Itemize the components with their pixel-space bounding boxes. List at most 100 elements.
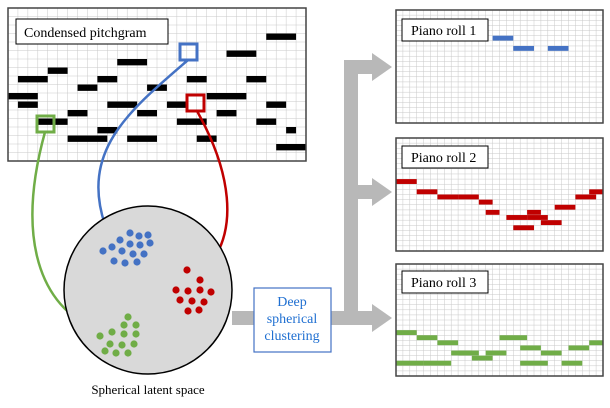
- piano-roll-note: [396, 330, 417, 336]
- piano-roll-note: [396, 360, 424, 366]
- blue-cluster-dot: [126, 240, 134, 248]
- piano-roll-note: [527, 209, 541, 215]
- piano-roll-note: [589, 189, 603, 195]
- latent-sphere: [63, 205, 233, 375]
- pitchgram-title: Condensed pitchgram: [24, 26, 147, 41]
- blue-selection-box: [178, 42, 199, 62]
- piano-roll-note: [499, 335, 528, 341]
- pitchgram-note: [246, 76, 267, 83]
- pitchgram-note: [117, 59, 148, 66]
- green-cluster-dot: [101, 347, 109, 355]
- pitchgram-note: [186, 76, 207, 83]
- pitchgram-note: [166, 101, 187, 108]
- blue-cluster-dot: [135, 232, 143, 240]
- piano-roll-2-title: Piano roll 2: [411, 151, 476, 166]
- green-cluster-dot: [96, 332, 104, 340]
- piano-roll-note: [540, 350, 562, 356]
- piano-roll-note: [520, 360, 548, 366]
- blue-cluster-dot: [146, 239, 154, 247]
- piano-roll-note: [437, 194, 459, 200]
- pitchgram-title-box: [15, 18, 169, 45]
- blue-cluster-dot: [129, 250, 137, 258]
- piano-roll-note: [527, 215, 548, 220]
- flow-arrowhead-2: [372, 178, 392, 206]
- pitchgram-note: [286, 127, 297, 134]
- blue-cluster-dot: [99, 247, 107, 255]
- pitchgram-note: [17, 101, 38, 108]
- piano-roll-note: [520, 345, 541, 351]
- red-cluster-dot: [200, 298, 208, 306]
- piano-roll-1-title: Piano roll 1: [411, 24, 476, 39]
- pitchgram-note: [176, 118, 207, 125]
- piano-roll-note: [451, 350, 472, 356]
- piano-roll-2-notes: [396, 179, 603, 231]
- pitchgram-note: [97, 127, 118, 134]
- pitchgram-note: [206, 93, 247, 100]
- pitchgram-note: [97, 76, 118, 83]
- green-cluster-dot: [124, 313, 132, 321]
- piano-roll-note: [478, 199, 493, 205]
- green-cluster-dot: [118, 341, 126, 349]
- piano-roll-note: [492, 35, 514, 41]
- piano-roll-2-frame: [395, 137, 604, 252]
- piano-roll-note: [589, 340, 603, 346]
- piano-roll-2: Piano roll 2: [395, 137, 604, 252]
- flow-arrow-into-clustering: [232, 311, 254, 325]
- blue-cluster-dot: [140, 250, 148, 258]
- pitchgram-note: [67, 110, 88, 117]
- pitchgram-note: [107, 101, 138, 108]
- blue-cluster-dot: [108, 243, 116, 251]
- blue-mapping-arrow: [97, 59, 189, 227]
- blue-cluster-dot: [144, 231, 152, 239]
- green-selection-box: [35, 114, 56, 134]
- green-cluster: [96, 313, 140, 357]
- piano-roll-3-title-box: [401, 270, 489, 294]
- red-cluster-dot: [184, 307, 192, 315]
- piano-roll-note: [485, 209, 500, 215]
- piano-roll-note: [416, 189, 438, 195]
- red-cluster-dot: [183, 266, 191, 274]
- piano-roll-2-title-box: [401, 145, 489, 169]
- clustering-box: Deep spherical clustering: [253, 287, 332, 353]
- clustering-label-line2: spherical: [267, 312, 318, 327]
- pitchgram-note: [226, 50, 257, 57]
- clustering-label-line3: clustering: [264, 329, 319, 344]
- pitchgram-note: [276, 144, 306, 151]
- green-cluster-dot: [124, 349, 132, 357]
- pitchgram-note: [17, 76, 48, 83]
- pitchgram-panel: Condensed pitchgram: [7, 7, 307, 162]
- red-cluster-dot: [176, 296, 184, 304]
- flow-branch-2: [344, 185, 374, 199]
- red-cluster-dot: [188, 297, 196, 305]
- piano-roll-3-notes: [396, 330, 603, 366]
- piano-roll-1: Piano roll 1: [395, 9, 604, 124]
- blue-cluster-dot: [133, 258, 141, 266]
- green-cluster-dot: [120, 330, 128, 338]
- piano-roll-note: [540, 220, 562, 226]
- piano-roll-note: [547, 45, 569, 51]
- blue-cluster-dot: [118, 247, 126, 255]
- pitchgram-note: [77, 84, 98, 91]
- flow-branch-1: [344, 60, 374, 74]
- piano-roll-note: [471, 355, 493, 361]
- blue-cluster-dot: [116, 236, 124, 244]
- blue-cluster: [99, 229, 154, 267]
- piano-roll-note: [423, 360, 452, 366]
- pitchgram-note: [256, 118, 277, 125]
- green-cluster-dot: [130, 340, 138, 348]
- pitchgram-note: [8, 93, 38, 100]
- blue-cluster-dot: [121, 259, 129, 267]
- green-cluster-dot: [106, 340, 114, 348]
- pitchgram-note: [266, 101, 287, 108]
- pitchgram-note: [266, 33, 297, 40]
- pitchgram-note: [137, 110, 157, 117]
- piano-roll-note: [568, 345, 590, 351]
- piano-roll-3-frame: [395, 263, 604, 377]
- piano-roll-note: [396, 179, 417, 184]
- piano-roll-1-title-box: [401, 18, 489, 42]
- flow-arrows: [232, 53, 392, 332]
- piano-roll-note: [513, 225, 534, 231]
- piano-roll-note: [458, 194, 479, 200]
- blue-cluster-dot: [126, 229, 134, 237]
- latent-space-caption: Spherical latent space: [91, 382, 205, 397]
